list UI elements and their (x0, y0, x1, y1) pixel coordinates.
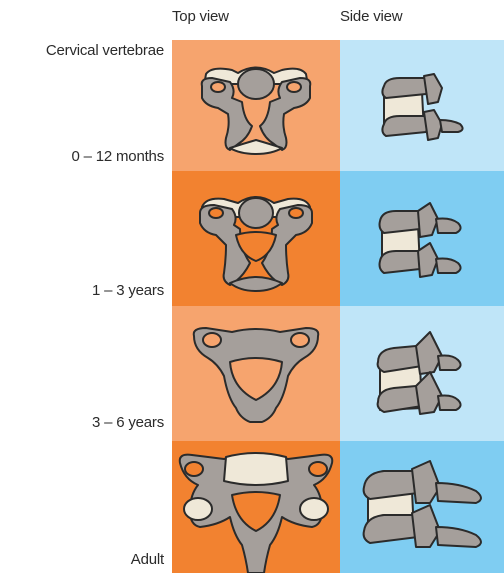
top-view-cell-0-12-months (172, 40, 340, 171)
stage-label-1-3-years: 1 – 3 years (92, 282, 164, 299)
vertebra-side-view-child (340, 306, 504, 441)
top-view-header: Top view (172, 8, 229, 25)
side-view-cell-1-3-years (340, 171, 504, 306)
stage-label-0-12-months: 0 – 12 months (72, 148, 164, 165)
vertebra-top-view-child (172, 306, 340, 441)
vertebra-side-view-toddler (340, 171, 504, 306)
vertebra-top-view-toddler (172, 171, 340, 306)
top-view-cell-adult (172, 441, 340, 573)
top-view-cell-1-3-years (172, 171, 340, 306)
vertebra-side-view-adult (340, 441, 504, 573)
side-view-cell-0-12-months (340, 40, 504, 171)
side-view-cell-adult (340, 441, 504, 573)
vertebra-side-view-infant (340, 40, 504, 171)
side-view-header: Side view (340, 8, 402, 25)
stage-label-adult: Adult (131, 551, 164, 568)
stage-label-3-6-years: 3 – 6 years (92, 414, 164, 431)
side-view-cell-3-6-years (340, 306, 504, 441)
vertebra-top-view-infant (172, 40, 340, 171)
vertebra-top-view-adult (172, 441, 340, 573)
row-title: Cervical vertebrae (46, 42, 164, 59)
top-view-cell-3-6-years (172, 306, 340, 441)
